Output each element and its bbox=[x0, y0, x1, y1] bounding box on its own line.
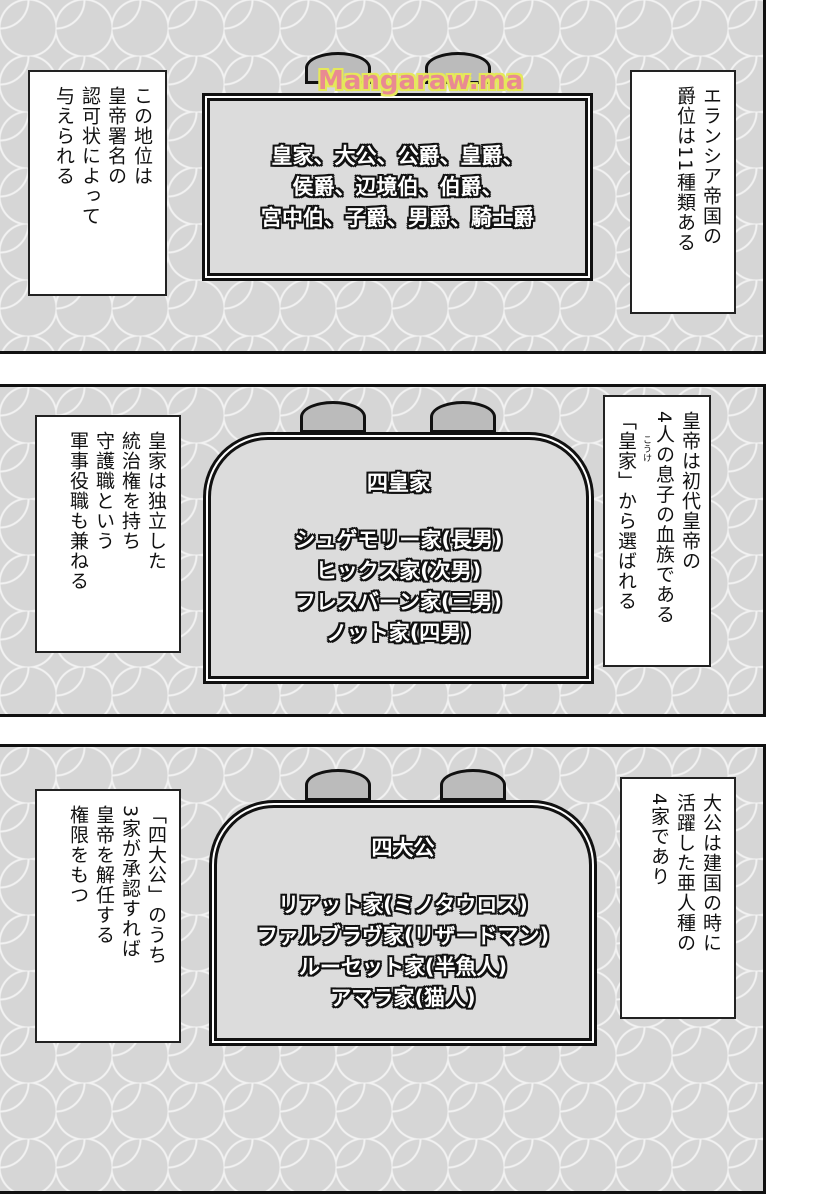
ornament-horn-icon bbox=[305, 769, 371, 801]
ornament-horn-icon bbox=[430, 401, 496, 433]
caption-line: 統治権を持ち bbox=[119, 431, 141, 551]
ornament-horn-icon bbox=[300, 401, 366, 433]
caption-line: この地位は bbox=[131, 86, 153, 186]
caption-line: 皇帝を解任する bbox=[93, 805, 115, 945]
plaque-line: フレスバーン家(三男) bbox=[294, 589, 503, 614]
right-caption: 皇帝は初代皇帝の 4人の息子の血族である 「皇家」から選ばれる bbox=[603, 395, 711, 667]
panel-nobility-ranks: 皇家、大公、公爵、皇爵、 侯爵、辺境伯、伯爵、 宮中伯、子爵、男爵、騎士爵 Ma… bbox=[0, 0, 766, 354]
furigana: こうけ bbox=[641, 435, 651, 462]
caption-line: 4家であり bbox=[648, 793, 670, 887]
plaque-line: リアット家(ミノタウロス) bbox=[278, 892, 528, 917]
caption-line: 与えられる bbox=[53, 86, 75, 186]
plaque-line: シュゲモリー家(長男) bbox=[294, 527, 503, 552]
caption-line: 4人の息子の血族である bbox=[653, 411, 675, 625]
ranks-plaque: 皇家、大公、公爵、皇爵、 侯爵、辺境伯、伯爵、 宮中伯、子爵、男爵、騎士爵 bbox=[205, 96, 590, 278]
caption-line: 守護職という bbox=[93, 431, 115, 551]
plaque-line: ヒックス家(次男) bbox=[315, 558, 482, 583]
caption-line: エランシア帝国の bbox=[700, 86, 722, 246]
caption-line: 「皇家」から選ばれる bbox=[615, 411, 637, 611]
plaque-line: ファルブラヴ家(リザードマン) bbox=[256, 923, 550, 948]
caption-line: 軍事役職も兼ねる bbox=[67, 431, 89, 591]
plaque-line: ノット家(四男) bbox=[326, 620, 471, 645]
caption-line: 権限をもつ bbox=[67, 805, 89, 905]
caption-line: 皇帝は初代皇帝の bbox=[679, 411, 701, 571]
plaque-title: 四皇家 bbox=[367, 470, 430, 495]
ornament-horn-icon bbox=[425, 52, 491, 84]
caption-line: 大公は建国の時に bbox=[700, 793, 722, 953]
panel-four-grand-dukes: 四大公 リアット家(ミノタウロス) ファルブラヴ家(リザードマン) ルーセット家… bbox=[0, 744, 766, 1194]
imperial-houses-plaque: 四皇家 シュゲモリー家(長男) ヒックス家(次男) フレスバーン家(三男) ノッ… bbox=[206, 435, 591, 681]
ornament-horn-icon bbox=[305, 52, 371, 84]
plaque-line: アマラ家(猫人) bbox=[330, 985, 476, 1010]
watermark-logo: Mangaraw.ma bbox=[318, 66, 524, 96]
plaque-line: ルーセット家(半魚人) bbox=[298, 954, 508, 979]
caption-line: 3家が承認すれば bbox=[119, 805, 141, 959]
caption-line: 皇帝署名の bbox=[105, 86, 127, 186]
caption-line: 皇家は独立した bbox=[145, 431, 167, 571]
right-caption: 大公は建国の時に 活躍した亜人種の 4家であり bbox=[620, 777, 736, 1019]
panel-four-imperial-houses: 四皇家 シュゲモリー家(長男) ヒックス家(次男) フレスバーン家(三男) ノッ… bbox=[0, 384, 766, 717]
left-caption: 「四大公」のうち 3家が承認すれば 皇帝を解任する 権限をもつ bbox=[35, 789, 181, 1043]
plaque-line: 宮中伯、子爵、男爵、騎士爵 bbox=[261, 205, 534, 230]
caption-line: 認可状によって bbox=[79, 86, 101, 226]
ornament-horn-icon bbox=[440, 769, 506, 801]
left-caption: 皇家は独立した 統治権を持ち 守護職という 軍事役職も兼ねる bbox=[35, 415, 181, 653]
caption-line: 活躍した亜人種の bbox=[674, 793, 696, 953]
plaque-line: 皇家、大公、公爵、皇爵、 bbox=[271, 143, 524, 168]
plaque-title: 四大公 bbox=[371, 835, 435, 860]
caption-line: 爵位は11種類ある bbox=[674, 86, 696, 253]
left-caption: この地位は 皇帝署名の 認可状によって 与えられる bbox=[28, 70, 167, 296]
plaque-line: 侯爵、辺境伯、伯爵、 bbox=[292, 174, 503, 199]
grand-dukes-plaque: 四大公 リアット家(ミノタウロス) ファルブラヴ家(リザードマン) ルーセット家… bbox=[212, 803, 594, 1043]
right-caption: エランシア帝国の 爵位は11種類ある bbox=[630, 70, 736, 314]
caption-line: 「四大公」のうち bbox=[145, 805, 167, 965]
